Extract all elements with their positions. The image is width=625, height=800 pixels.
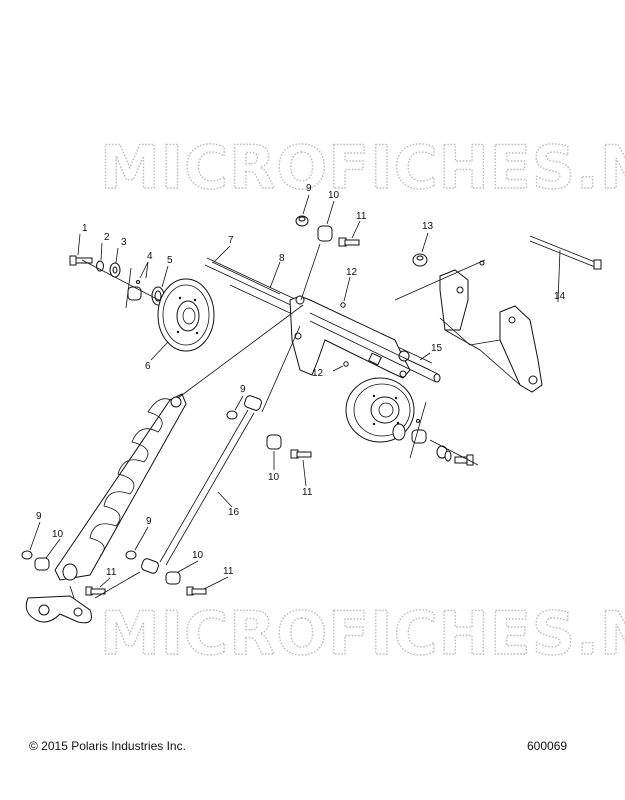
callout-label: 12 [346,267,358,278]
nut-9-lower-middle-icon [125,550,137,560]
watermark-bottom: MICROFICHES.NET [100,599,625,669]
callout-label: 13 [422,221,434,232]
shock-lower-clevis-icon [25,595,92,624]
callout-label: 11 [223,566,234,577]
callout-label: 8 [279,253,285,264]
nut-9-top-icon [295,215,309,227]
bushing-10-lower-right-icon [165,571,181,585]
assembly-leader-lines [69,243,321,599]
callout-label: 14 [554,291,566,302]
callout-label: 10 [328,190,340,201]
callout-label: 15 [431,343,443,354]
bolt-11-lower-right-icon [186,586,207,596]
bushing-4-icon [125,267,142,309]
callout-label: 9 [36,511,42,522]
callout-label: 11 [106,567,117,578]
callout-label: 1 [82,223,88,234]
nut-3-icon [109,262,121,278]
nut-9-middle-icon [226,410,238,420]
callout-label: 2 [104,232,110,243]
nut-13-icon [412,253,428,267]
bolt-11-middle-icon [290,449,312,459]
watermark-top: MICROFICHES.NET [100,133,625,203]
bolt-11-top-icon [338,237,360,247]
bolt-11-lower-left-icon [85,586,106,596]
right-hardware-stack-icon [392,401,479,466]
callout-label: 9 [240,384,246,395]
callout-label: 16 [228,507,240,518]
control-rod-16-icon [141,395,262,574]
callout-label: 12 [312,368,324,379]
idler-wheel-6-icon [157,278,215,352]
bushing-10-lower-left-icon [34,557,50,571]
coil-shock-icon [54,393,187,581]
callout-label: 11 [302,487,313,498]
pivot-shaft-15-icon [309,312,441,383]
callout-label: 4 [147,251,153,262]
fitting-12-top-icon [340,302,346,308]
callout-label: 9 [146,516,152,527]
fitting-12-lower-icon [343,361,349,367]
callout-labels: 1 2 3 4 5 6 7 8 9 10 11 13 12 14 15 12 9… [36,183,566,578]
rail-bracket-icon [394,259,543,393]
callout-label: 7 [228,235,234,246]
callout-label: 10 [52,529,64,540]
pivot-bracket-15-icon [289,295,411,379]
long-bolt-14-icon [529,235,602,270]
callout-label: 10 [268,472,280,483]
callout-label: 11 [356,211,367,222]
nut-9-lower-left-icon [21,550,33,560]
callout-label: 6 [145,361,151,372]
callout-label: 3 [121,237,127,248]
bushing-10-middle-icon [266,434,282,450]
bushing-10-top-icon [317,225,333,242]
callout-leaders [29,194,561,590]
bolt-1-icon [69,255,93,266]
callout-label: 5 [167,255,173,266]
callout-label: 9 [306,183,312,194]
drawing-number: 600069 [527,739,568,753]
copyright-notice: © 2015 Polaris Industries Inc. [29,739,186,753]
callout-label: 10 [192,550,204,561]
